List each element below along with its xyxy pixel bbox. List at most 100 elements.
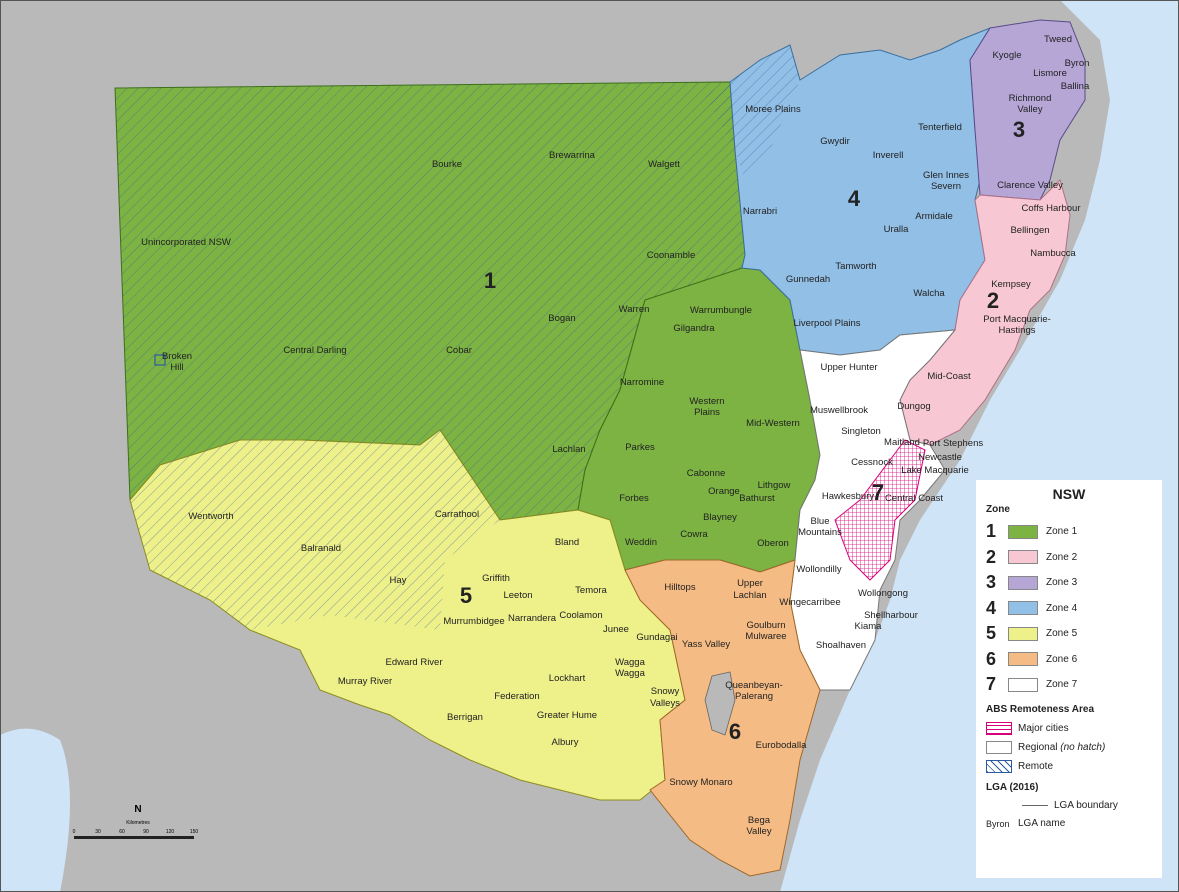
lga-label: Albury <box>552 737 579 748</box>
lga-label: Shoalhaven <box>816 640 866 651</box>
zone-number-7: 7 <box>872 480 884 505</box>
lga-label: Hastings <box>999 325 1036 336</box>
lga-label: Leeton <box>503 590 532 601</box>
lga-label: Wollongong <box>858 588 908 599</box>
zone-4-hatch <box>705 45 800 180</box>
lga-label: Singleton <box>841 426 881 437</box>
lga-label: Yass Valley <box>682 639 730 650</box>
north-arrow-icon: N <box>134 804 141 815</box>
scale-tick-label: 90 <box>143 829 149 835</box>
lga-label: Gundagai <box>636 632 677 643</box>
lga-label: Brewarrina <box>549 150 596 161</box>
sea-southwest <box>0 728 70 892</box>
lga-label: Tweed <box>1044 34 1072 45</box>
legend-zone-label: Zone 6 <box>1046 653 1078 665</box>
remoteness-heading: ABS Remoteness Area <box>986 703 1095 715</box>
lga-label: Murrumbidgee <box>443 616 504 627</box>
lga-label: Newcastle <box>918 452 962 463</box>
lga-label: Snowy Monaro <box>669 777 732 788</box>
legend-zone-label: Zone 7 <box>1046 679 1078 691</box>
scale-tick-label: 30 <box>95 829 101 835</box>
legend-zone-number: 4 <box>986 597 997 618</box>
lga-label: Warrumbungle <box>690 305 752 316</box>
lga-label: Queanbeyan- <box>725 680 783 691</box>
lga-label: Berrigan <box>447 712 483 723</box>
lga-label: Richmond <box>1009 93 1052 104</box>
zone-number-5: 5 <box>460 583 472 608</box>
legend-zone-label: Zone 3 <box>1046 577 1078 589</box>
scale-bar-line <box>74 836 194 839</box>
lga-label: Temora <box>575 585 607 596</box>
lga-label: Greater Hume <box>537 710 597 721</box>
act-gap <box>704 671 736 736</box>
lga-label: Palerang <box>735 691 773 702</box>
legend-remote: Remote <box>986 757 1152 776</box>
lga-label: Clarence Valley <box>997 180 1063 191</box>
lga-label: Nambucca <box>1030 248 1076 259</box>
lga-label: Cowra <box>680 529 708 540</box>
lga-label: Byron <box>1065 58 1090 69</box>
lga-label: Bourke <box>432 159 462 170</box>
lga-label: Oberon <box>757 538 789 549</box>
lga-label: Hawkesbury <box>822 491 875 502</box>
lga-label: Goulburn <box>746 620 785 631</box>
lga-label: Tamworth <box>835 261 876 272</box>
lga-label: Kempsey <box>991 279 1031 290</box>
lga-label: Narrandera <box>508 613 557 624</box>
lga-label: Hill <box>170 362 183 373</box>
legend-zone-4: 4 Zone 4 <box>986 596 1152 622</box>
lga-label: Bathurst <box>739 493 775 504</box>
remote-swatch <box>986 759 1012 773</box>
lga-label: Wingecarribee <box>779 597 840 608</box>
major-cities-area <box>834 439 926 581</box>
scale-tick-label: 0 <box>73 829 76 835</box>
lga-label: Kiama <box>855 621 883 632</box>
lga-label: Murray River <box>338 676 392 687</box>
lga-label: Inverell <box>873 150 904 161</box>
lga-name-key: Byron <box>986 818 1010 829</box>
lga-label: Port Stephens <box>923 438 983 449</box>
lga-label: Edward River <box>385 657 442 668</box>
lga-heading: LGA (2016) <box>986 781 1039 793</box>
legend-zone-swatch <box>1008 601 1038 616</box>
lga-label: Bega <box>748 815 771 826</box>
lga-label: Coolamon <box>559 610 602 621</box>
lga-label: Ballina <box>1061 81 1090 92</box>
lga-label: Griffith <box>482 573 510 584</box>
lga-label: Liverpool Plains <box>793 318 860 329</box>
legend-zone-label: Zone 1 <box>1046 526 1078 538</box>
legend-zone-swatch <box>1008 550 1038 565</box>
zone-2-region <box>899 179 1071 446</box>
lga-label: Lake Macquarie <box>901 465 969 476</box>
lga-label: Bogan <box>548 313 575 324</box>
lga-label: Hilltops <box>664 582 695 593</box>
lga-label: Gilgandra <box>673 323 715 334</box>
scale-tick-label: 60 <box>119 829 125 835</box>
lga-label: Gunnedah <box>786 274 830 285</box>
legend-zone-swatch <box>1008 575 1038 590</box>
lga-label: Weddin <box>625 537 657 548</box>
lga-label: Bellingen <box>1010 225 1049 236</box>
zone-number-3: 3 <box>1013 117 1025 142</box>
lga-label: Lithgow <box>758 480 791 491</box>
scale-tick-label: 120 <box>166 829 175 835</box>
zone-number-4: 4 <box>848 186 861 211</box>
legend-lga-boundary: LGA boundary <box>986 797 1152 815</box>
legend-zone-number: 1 <box>986 521 997 542</box>
lga-boundary-line <box>1022 805 1048 806</box>
zone-number-2: 2 <box>987 288 999 313</box>
legend-zone-number: 5 <box>986 623 997 644</box>
legend-zone-label: Zone 4 <box>1046 602 1078 614</box>
lga-label: Valley <box>746 826 771 837</box>
lga-label: Snowy <box>651 686 680 697</box>
lga-label: Kyogle <box>992 50 1021 61</box>
major-cities-label: Major cities <box>1018 722 1069 734</box>
lga-label: Armidale <box>915 211 953 222</box>
lga-label: Blayney <box>703 512 737 523</box>
zone-heading: Zone <box>986 504 1010 515</box>
legend-zone-number: 2 <box>986 546 997 567</box>
